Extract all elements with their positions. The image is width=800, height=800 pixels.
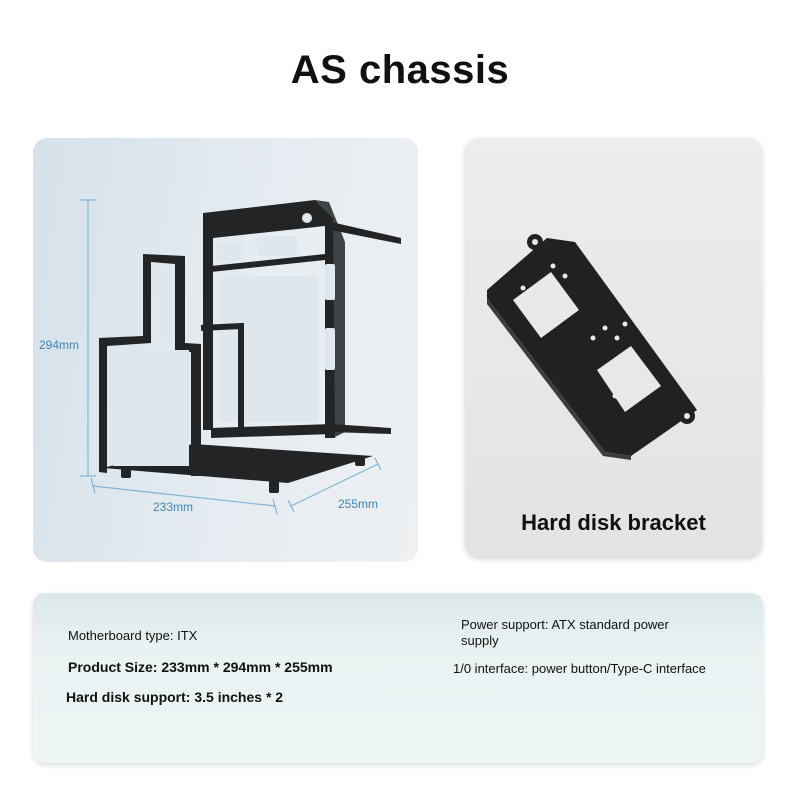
depth-dimension-label: 255mm xyxy=(338,497,379,511)
spec-hard-disk: Hard disk support: 3.5 inches * 2 xyxy=(66,689,284,705)
chassis-illustration xyxy=(80,199,401,515)
height-dimension-label: 294mm xyxy=(39,338,80,352)
bracket-plate xyxy=(487,234,697,460)
chassis-panel: 294mm 233mm 255mm xyxy=(33,138,418,562)
page-title: AS chassis xyxy=(290,48,510,92)
spec-power: Power support: ATX standard power supply xyxy=(461,617,669,648)
bracket-illustration xyxy=(487,234,697,460)
spec-product-size: Product Size: 233mm * 294mm * 255mm xyxy=(68,659,333,675)
specifications-panel: Motherboard type: ITX Product Size: 233m… xyxy=(33,593,763,763)
width-dimension-label: 233mm xyxy=(153,500,194,514)
bracket-panel: Hard disk bracket xyxy=(465,138,762,557)
bracket-caption: Hard disk bracket xyxy=(521,510,706,535)
spec-motherboard: Motherboard type: ITX xyxy=(68,628,198,643)
tray-lines xyxy=(200,322,244,430)
dimension-lines xyxy=(80,199,382,515)
bracket-cutouts xyxy=(513,263,661,412)
spec-io: 1/0 interface: power button/Type-C inter… xyxy=(453,661,706,676)
